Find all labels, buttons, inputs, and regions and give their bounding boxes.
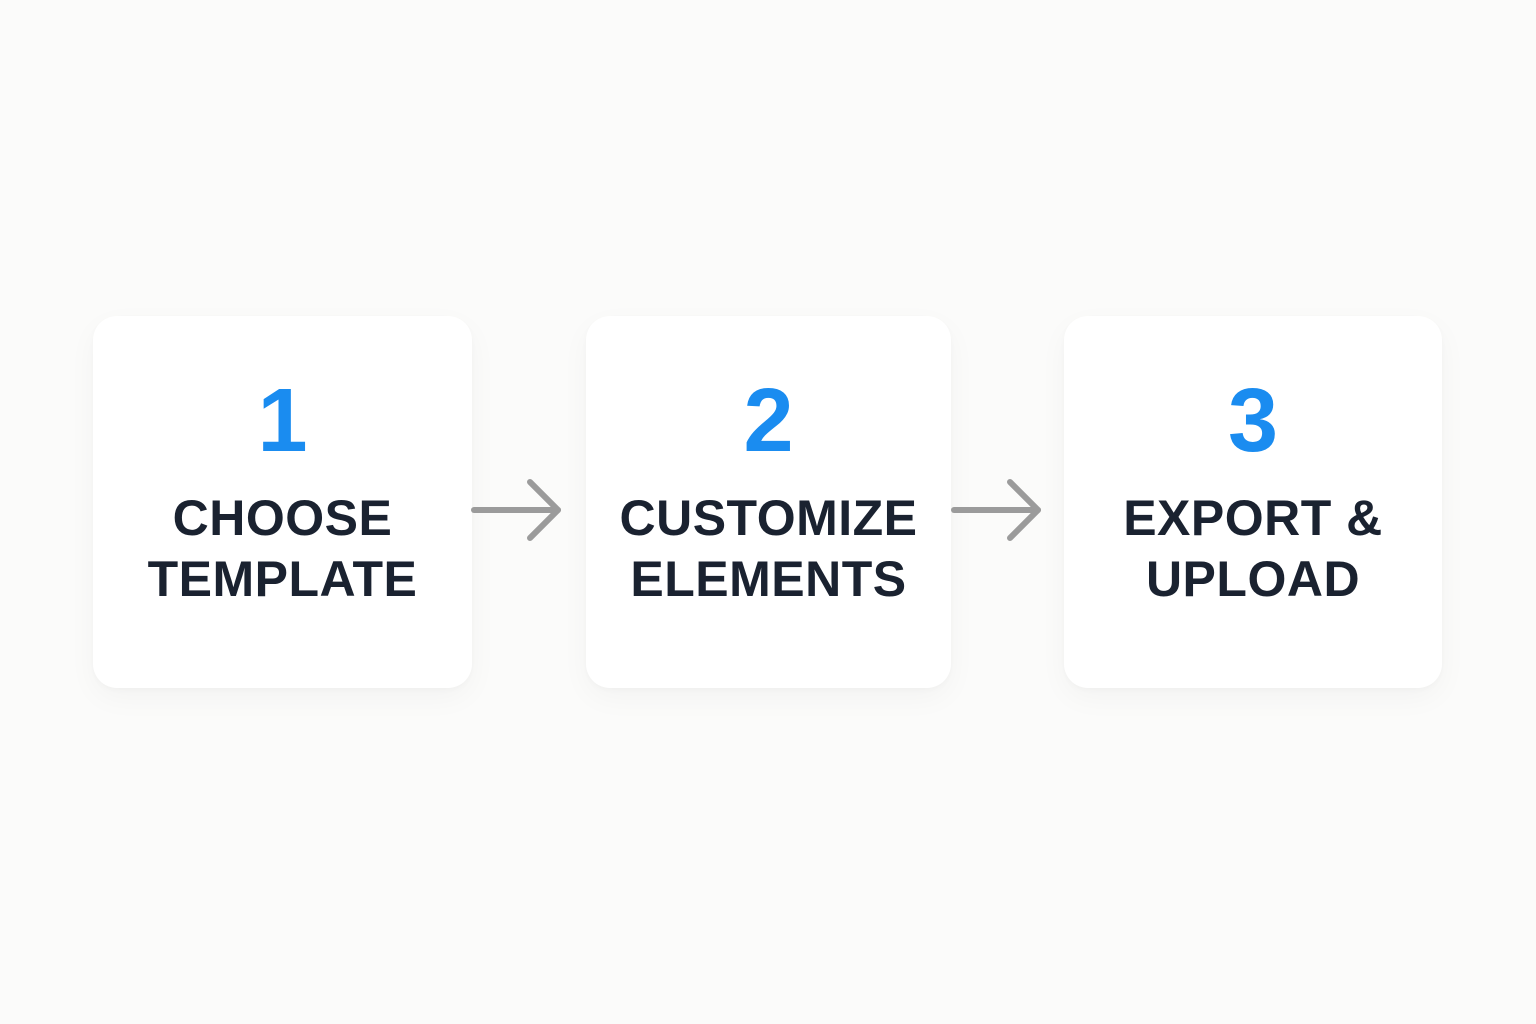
step-card-export-upload: 3 EXPORT & UPLOAD: [1064, 316, 1442, 688]
step-number: 1: [257, 371, 308, 471]
step-label-line: CUSTOMIZE: [619, 490, 918, 546]
step-label: CHOOSE TEMPLATE: [93, 488, 472, 610]
arrow-right-icon: [471, 479, 561, 541]
step-label: CUSTOMIZE ELEMENTS: [586, 488, 951, 610]
arrow-right-icon: [951, 479, 1041, 541]
step-label: EXPORT & UPLOAD: [1064, 488, 1442, 610]
step-number: 2: [743, 371, 794, 471]
step-label-line: ELEMENTS: [630, 551, 907, 607]
step-label-line: UPLOAD: [1145, 551, 1361, 607]
step-number: 3: [1227, 371, 1279, 471]
step-label-line: TEMPLATE: [147, 551, 418, 607]
step-label-line: EXPORT &: [1123, 490, 1383, 546]
step-card-customize-elements: 2 CUSTOMIZE ELEMENTS: [586, 316, 951, 688]
step-label-line: CHOOSE: [172, 490, 393, 546]
step-card-choose-template: 1 CHOOSE TEMPLATE: [93, 316, 472, 688]
